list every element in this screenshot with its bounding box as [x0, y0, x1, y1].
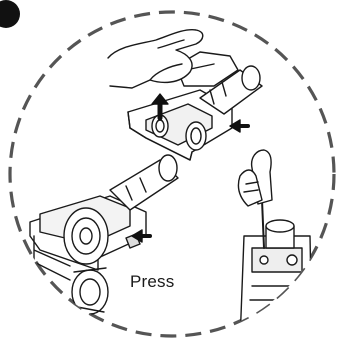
- hand-lifting-cover: [108, 30, 238, 88]
- screwdriver-unit: [238, 150, 312, 342]
- step-number-badge: [0, 0, 20, 28]
- press-label: Press: [130, 272, 174, 292]
